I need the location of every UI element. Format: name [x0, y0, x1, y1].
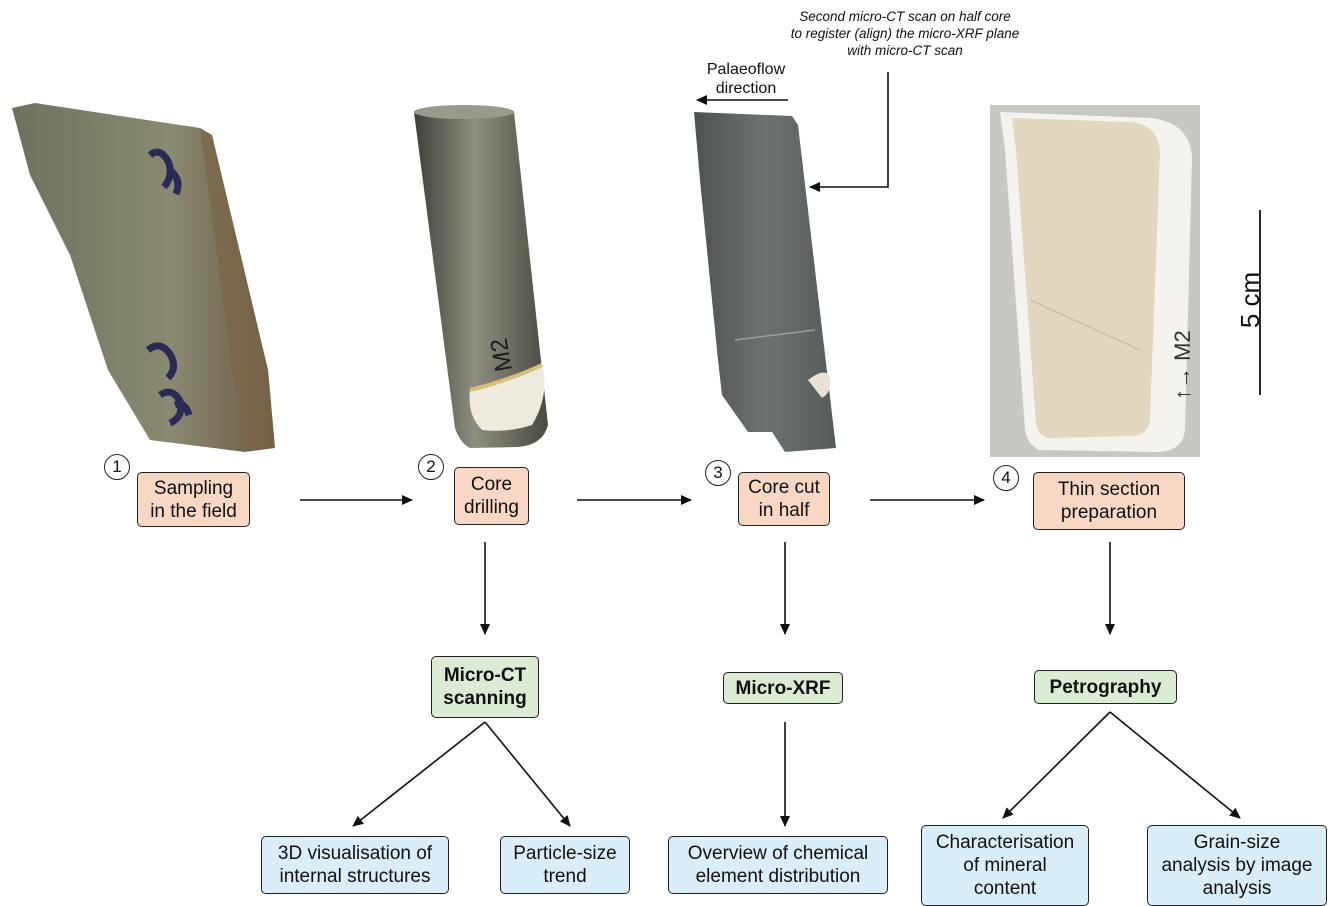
- scale-label: 5 cm: [1235, 260, 1265, 340]
- palaeoflow-label: Palaeoflow direction: [696, 60, 796, 98]
- method-box-microxrf: Micro-XRF: [723, 672, 843, 704]
- method-box-petrography: Petrography: [1034, 670, 1177, 704]
- output-box-particle-size: Particle-size trend: [500, 836, 630, 894]
- output-box-3d-visualisation: 3D visualisation of internal structures: [261, 836, 449, 894]
- output-box-mineral-content: Characterisation of mineral content: [921, 825, 1089, 906]
- step-number-4: 4: [993, 465, 1019, 491]
- step-box-core-cut: Core cut in half: [738, 472, 830, 526]
- output-box-chemical-distribution: Overview of chemical element distributio…: [668, 836, 888, 894]
- output-box-grain-size: Grain-size analysis by image analysis: [1147, 825, 1327, 906]
- second-scan-note: Second micro-CT scan on half core to reg…: [760, 8, 1050, 59]
- method-box-microct: Micro-CT scanning: [431, 656, 539, 718]
- step-box-sampling: Sampling in the field: [137, 472, 250, 527]
- step-number-2: 2: [418, 454, 444, 480]
- step-box-thin-section: Thin section preparation: [1033, 472, 1185, 530]
- step-number-3: 3: [705, 460, 731, 486]
- step-number-1: 1: [104, 454, 130, 480]
- step-box-core-drilling: Core drilling: [454, 467, 529, 525]
